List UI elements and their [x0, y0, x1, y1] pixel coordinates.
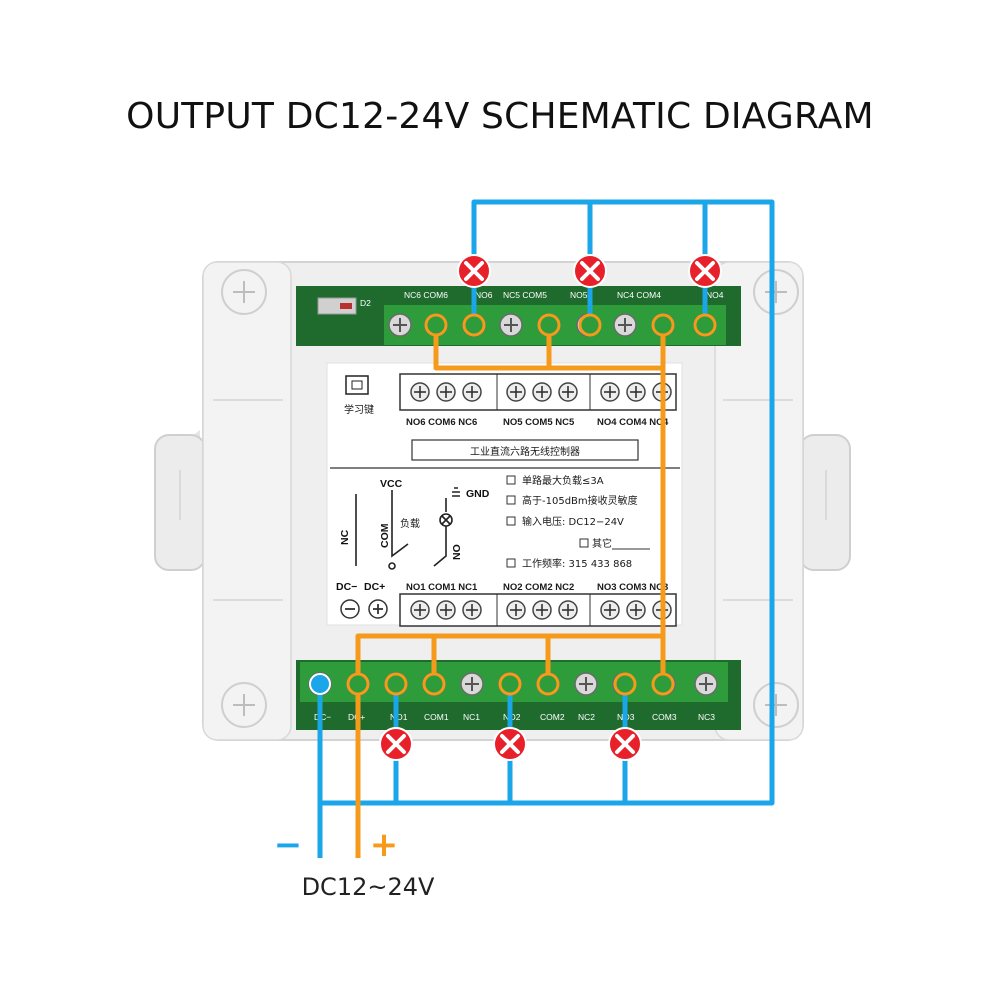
spec-item: 高于-105dBm接收灵敏度	[522, 494, 638, 507]
board-label: NO1	[390, 712, 408, 722]
board-label: NC4 COM4	[617, 290, 661, 300]
top-terminal-label: NO6 COM6 NC6	[406, 417, 477, 428]
label-panel: 学习键 NO6 COM6 NC6 NO5 COM5 NC5 NO4 COM4 N…	[326, 362, 683, 627]
learn-key-label: 学习键	[344, 403, 374, 416]
spec-list: 单路最大负载≤3A 高于-105dBm接收灵敏度 输入电压: DC12−24V …	[506, 474, 650, 570]
powered-terminals	[346, 313, 717, 696]
spec-item: 输入电压: DC12−24V	[522, 515, 624, 528]
board-label: NO4	[706, 290, 724, 300]
no-label: NO	[451, 544, 463, 560]
diagram-title: OUTPUT DC12-24V SCHEMATIC DIAGRAM	[126, 96, 874, 137]
right-mounting-tab	[799, 434, 851, 571]
board-label: NC2	[578, 712, 595, 722]
lamp-icon	[687, 253, 723, 289]
board-label: NC3	[698, 712, 715, 722]
dc-minus-label: DC−	[336, 581, 357, 593]
board-label: COM1	[424, 712, 449, 722]
bottom-terminal-label: NO2 COM2 NC2	[503, 582, 574, 593]
dc-minus-icon	[340, 599, 360, 619]
spec-item: 单路最大负载≤3A	[522, 474, 604, 487]
pcb-bottom: DC− DC+ NO1 COM1 NC1 NO2 COM2 NC2 NO3 CO…	[296, 660, 741, 730]
top-terminal-label: NO4 COM4 NC4	[597, 417, 669, 428]
board-label: COM3	[652, 712, 677, 722]
board-label: COM2	[540, 712, 565, 722]
bottom-terminal-label: NO1 COM1 NC1	[406, 582, 478, 593]
top-terminal-label: NO5 COM5 NC5	[503, 417, 575, 428]
learn-key-icon	[345, 375, 369, 395]
board-label: NC6 COM6	[404, 290, 448, 300]
relay-symbol	[355, 487, 460, 570]
lamp-icon	[572, 253, 608, 289]
board-label: NC5 COM5	[503, 290, 547, 300]
bottom-terminal-label: NO3 COM3 NC3	[597, 582, 668, 593]
load-label: 负载	[400, 517, 420, 530]
led-label: D2	[360, 298, 371, 308]
learn-button	[317, 297, 357, 315]
vcc-label: VCC	[380, 478, 403, 490]
gnd-label: GND	[466, 488, 490, 500]
lamp-icon	[456, 253, 492, 289]
voltage-label: DC12~24V	[302, 873, 435, 901]
board-label: NO5	[570, 290, 588, 300]
board-label: NO6	[475, 290, 493, 300]
product-name: 工业直流六路无线控制器	[470, 445, 580, 458]
pcb-top: D2 NC6 COM6 NO6 NC5 COM5 NO5 NC4 COM4 NO…	[296, 286, 741, 346]
board-label: DC−	[314, 712, 331, 722]
spec-item: 工作频率: 315 433 868	[522, 557, 632, 570]
spec-item: 其它	[592, 537, 612, 550]
plus-sign: +	[370, 825, 399, 865]
minus-sign: −	[274, 825, 303, 865]
dc-plus-icon	[368, 599, 388, 619]
lamp-icon	[607, 726, 643, 762]
nc-label: NC	[339, 529, 351, 545]
lamp-icon	[378, 726, 414, 762]
dc-plus-label: DC+	[364, 581, 385, 593]
com-label: COM	[379, 523, 391, 548]
lamp-icon	[492, 726, 528, 762]
dc-minus-terminal	[309, 673, 331, 695]
board-label: NC1	[463, 712, 480, 722]
